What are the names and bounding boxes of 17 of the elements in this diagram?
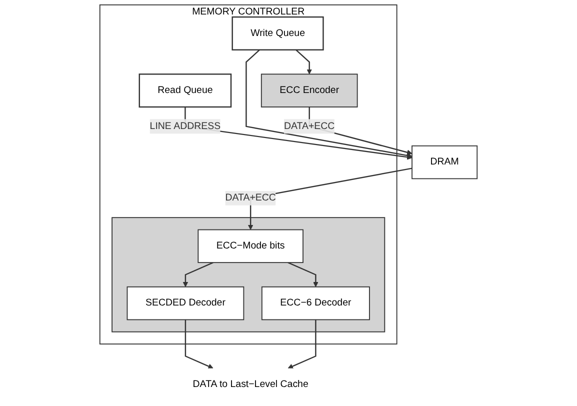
cluster: [112, 217, 386, 332]
node-box: ECC−6 Decoder: [261, 286, 370, 320]
node-box: Write Queue: [232, 16, 324, 50]
node-text: DATA to Last−Level Cache: [192, 379, 308, 390]
edge-label: DATA+ECC: [284, 120, 335, 132]
edge-label: LINE ADDRESS: [150, 120, 221, 132]
arrow: [182, 262, 214, 288]
node-box: DRAM: [412, 145, 478, 180]
arrow: [288, 262, 318, 288]
node-box: Read Queue: [138, 74, 232, 108]
node-box: ECC−Mode bits: [198, 229, 304, 264]
node-box: SECDED Decoder: [126, 286, 244, 320]
arrow: [184, 320, 214, 369]
arrow: [296, 49, 312, 74]
node-box: ECC Encoder: [260, 74, 358, 108]
edge-label: DATA+ECC: [225, 192, 276, 203]
arrow: [288, 320, 316, 369]
